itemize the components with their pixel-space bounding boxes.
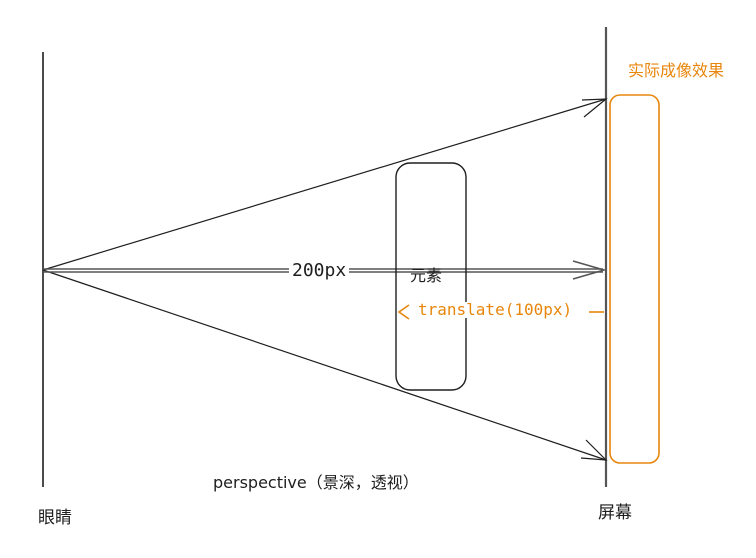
lower-ray [42,269,607,461]
distance-label: 200px [289,262,350,280]
projected-image-box [609,94,660,464]
translate-label: translate(100px) [416,300,575,319]
translate-arrowhead [397,304,410,320]
perspective-label: perspective（景深，透视） [213,473,419,492]
upper-ray-arrowhead [581,98,608,118]
center-axis-arrowhead [572,260,607,280]
upper-ray [42,98,607,271]
element-box [395,162,467,391]
eye-label: 眼睛 [38,508,72,528]
lower-ray-arrowhead [580,439,608,461]
screen-label: 屏幕 [598,503,632,523]
effect-label: 实际成像效果 [628,61,725,80]
element-label: 元素 [410,266,443,285]
